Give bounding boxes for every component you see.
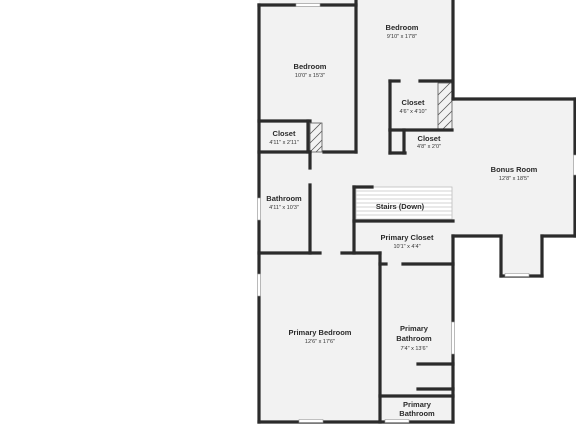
primary-bedroom-name: Primary Bedroom <box>289 328 352 337</box>
bathroom-dims: 4'11" x 10'3" <box>269 205 299 211</box>
bedroom-1-name: Bedroom <box>294 62 327 71</box>
stairs-label: Stairs (Down) <box>376 202 425 211</box>
primary-bathroom-2-name-line2: Bathroom <box>399 409 435 418</box>
bedroom-2-name: Bedroom <box>386 23 419 32</box>
primary-bathroom-1-dims: 7'4" x 13'6" <box>400 346 427 352</box>
bathroom-name: Bathroom <box>266 194 302 203</box>
primary-bathroom-2-name-line1: Primary <box>403 400 432 409</box>
room-labels: Bedroom 10'0" x 15'3" Bedroom 9'10" x 17… <box>266 23 537 418</box>
closet-2-dims: 4'6" x 4'10" <box>399 109 426 115</box>
bedroom-2-dims: 9'10" x 17'8" <box>387 34 417 40</box>
bonus-room-dims: 12'8" x 18'5" <box>499 176 529 182</box>
primary-bedroom-dims: 12'6" x 17'6" <box>305 339 335 345</box>
primary-bathroom-1-name-line1: Primary <box>400 324 429 333</box>
closet-2-name: Closet <box>402 98 425 107</box>
primary-closet-name: Primary Closet <box>381 233 434 242</box>
bonus-room-name: Bonus Room <box>491 165 538 174</box>
closet-1-dims: 4'11" x 2'11" <box>269 140 298 146</box>
hatch-marks <box>309 82 453 153</box>
windows <box>257 3 576 423</box>
closet-1-name: Closet <box>273 129 296 138</box>
primary-closet-dims: 10'1" x 4'4" <box>393 244 420 250</box>
stairs <box>355 186 453 222</box>
bedroom-1-dims: 10'0" x 15'3" <box>295 73 325 79</box>
closet-3-dims: 4'8" x 2'0" <box>417 144 441 150</box>
closet-3-name: Closet <box>418 134 441 143</box>
primary-bathroom-1-name-line2: Bathroom <box>396 334 432 343</box>
